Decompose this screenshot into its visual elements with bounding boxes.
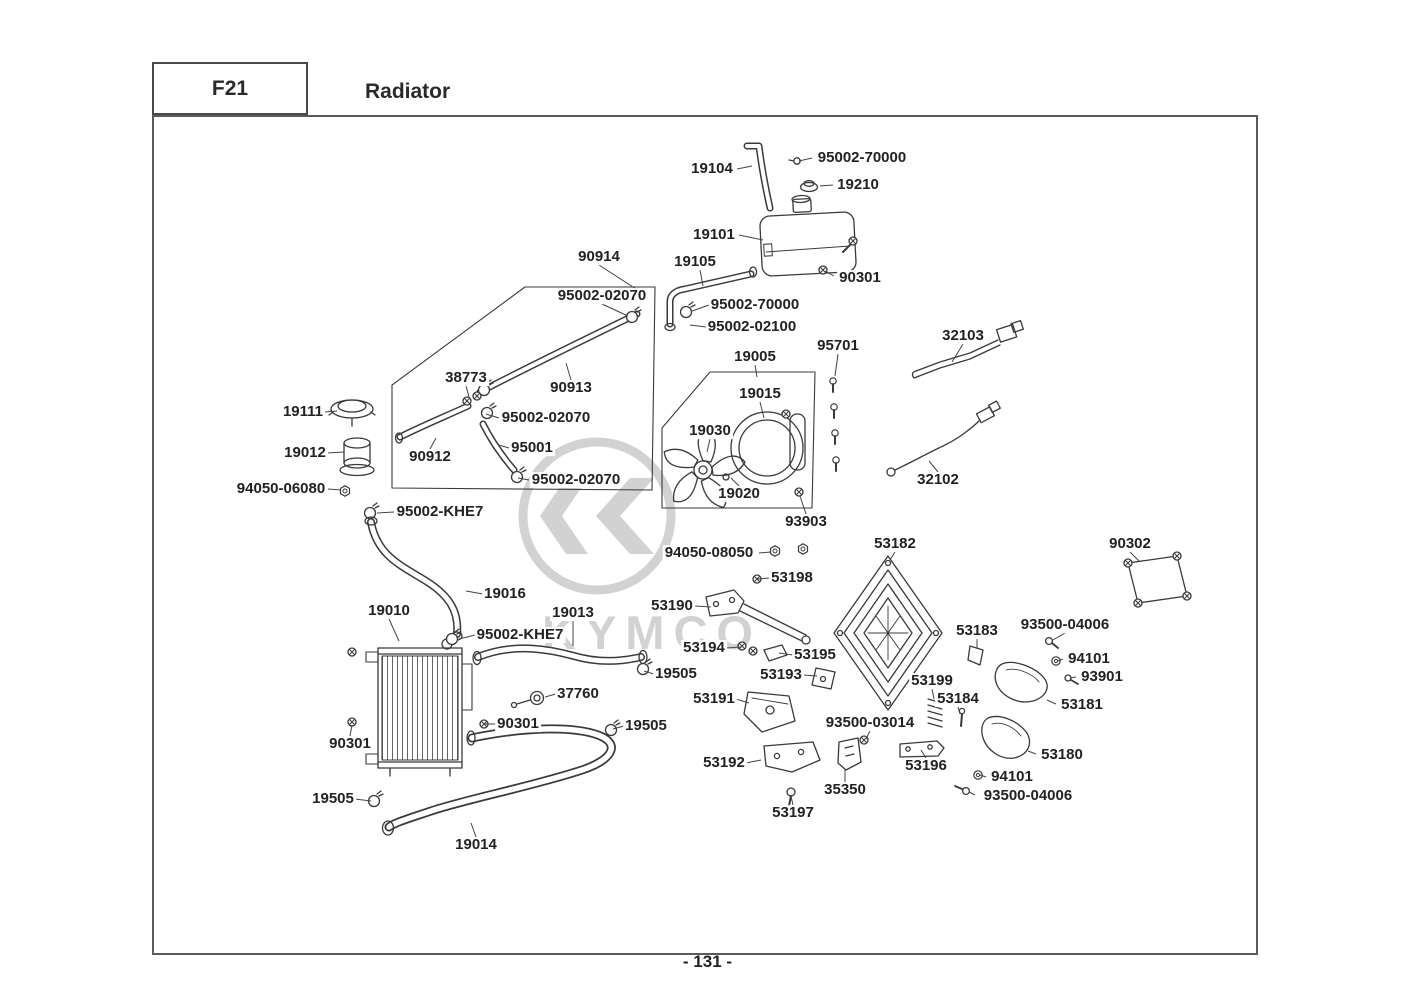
screw-38773-a [462,396,472,406]
screw-90301-c [347,647,357,657]
bolt-95701-a [828,376,838,393]
bracket-53183 [967,645,984,666]
bracket-35350 [837,737,862,771]
fan-bolt-19020 [722,473,730,481]
shield-53180 [981,715,1031,759]
screw-shroud [781,409,791,419]
leader-lines [324,157,1140,838]
hose-90912 [394,402,472,444]
screw-93500-04006-a [1044,636,1059,649]
screw-90301-d [347,717,357,727]
bracket-53190 [705,589,811,645]
spring-53199 [927,698,943,728]
hose-19014 [381,724,616,836]
page-number: - 131 - [682,952,733,971]
screw-53194-a [737,641,747,651]
pin-53184 [958,707,966,727]
thermo-sensor-37760 [510,690,545,709]
bracket-53192 [763,741,821,773]
hose-19016 [364,516,463,641]
radiator-19010 [365,638,473,777]
parts-line-art [328,142,1192,836]
nut-94050-06080 [339,485,351,497]
section-code: F21 [211,76,249,100]
bolt-95701-c [830,428,840,445]
screw-53194-b [748,646,758,656]
screw-93500-04006-b [954,785,971,796]
hose-19105 [664,266,758,332]
bolt-95701-d [831,455,841,472]
clamp-95002-70000 [679,301,696,319]
cable-32102 [886,400,1001,477]
screw-90301-a [848,236,858,246]
diagram-frame [152,115,1258,955]
bracket-53191 [743,691,796,733]
nut-94050-08050-a [769,545,781,557]
bracket-53196 [899,740,945,758]
hose-95001 [479,420,518,474]
clamp-19505-c [367,790,384,808]
screw-93901 [1064,674,1079,685]
grille-53182 [833,555,943,711]
nut-94050-08050-b [797,543,809,555]
screw-90301-b [818,265,828,275]
filler-neck-19012 [339,437,375,477]
bolt-95701-b [829,402,839,419]
screw-38773-b [472,391,482,401]
screw-93903 [794,487,804,497]
fan-group-outline-19005 [661,371,816,509]
reservoir-cap-19210 [799,180,819,193]
reservoir-tank [759,194,857,277]
section-code-box: F21 [152,62,308,115]
plate-53195 [763,644,788,662]
page-title: Radiator [365,80,451,103]
wire-32103 [911,320,1024,379]
fan-shroud-19015 [730,411,806,485]
radiator-cap-19111 [328,399,376,427]
bracket-90302 [1123,551,1192,608]
hose-group-outline-90914 [391,286,656,491]
shield-53181 [994,661,1048,703]
hose-19013 [472,644,648,666]
hose-90913 [476,310,641,396]
clamp-95002-khe7-a [363,502,380,520]
bracket-53193 [811,667,836,690]
